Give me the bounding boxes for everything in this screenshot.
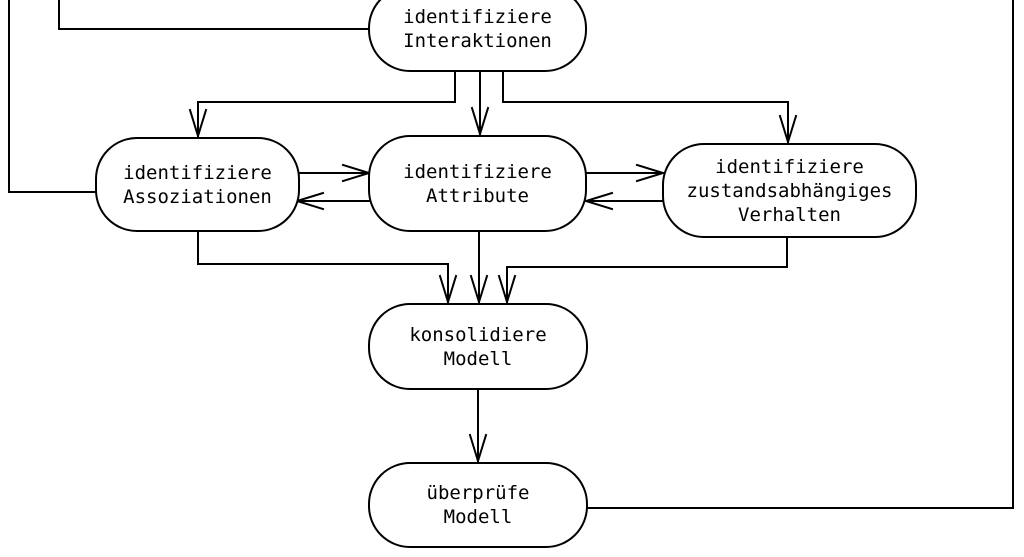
node-label-line: Assoziationen — [123, 185, 272, 208]
edge-feedback-left-to-interaktionen — [58, 0, 370, 30]
edge-attribute-to-konsolidiere — [469, 231, 489, 306]
edge-interaktionen-to-verhalten — [502, 70, 798, 146]
edge-konsolidiere-to-ueberpruefe — [468, 389, 488, 465]
node-label-line: Verhalten — [738, 203, 841, 226]
node-label-line: identifiziere — [123, 161, 272, 184]
edge-interaktionen-to-assoziationen — [188, 70, 456, 140]
node-label-line: konsolidiere — [409, 323, 547, 346]
edge-verhalten-to-konsolidiere — [497, 237, 788, 306]
edge-assoziationen-to-konsolidiere — [197, 231, 458, 306]
node-label-line: identifiziere — [403, 6, 552, 28]
node-label-line: Modell — [443, 347, 513, 370]
edge-attribute-to-assoziationen — [293, 191, 370, 211]
node-ueberpruefe: überprüfe Modell — [368, 462, 588, 548]
edge-attribute-to-verhalten — [585, 163, 667, 183]
node-verhalten: identifiziere zustandsabhängiges Verhalt… — [662, 143, 917, 238]
node-label-line: Modell — [443, 506, 513, 528]
edge-verhalten-to-attribute — [582, 191, 664, 211]
node-label-line: überprüfe — [426, 482, 530, 504]
node-label-line: Attribute — [426, 184, 529, 207]
node-label-line: zustandsabhängiges — [686, 179, 893, 202]
node-label-line: Interaktionen — [403, 30, 552, 52]
node-assoziationen: identifiziere Assoziationen — [95, 137, 300, 232]
node-konsolidiere: konsolidiere Modell — [368, 303, 588, 390]
node-label-line: identifiziere — [403, 160, 552, 183]
node-label-line: identifiziere — [715, 155, 864, 178]
node-interaktionen: identifiziere Interaktionen — [368, 0, 587, 72]
edge-feedback-left-to-assoziationen — [8, 0, 97, 193]
node-attribute: identifiziere Attribute — [368, 135, 587, 232]
edge-assoziationen-to-attribute — [298, 163, 373, 183]
edge-interaktionen-to-attribute — [470, 70, 490, 138]
edge-ueberpruefe-feedback-right — [587, 0, 1014, 509]
